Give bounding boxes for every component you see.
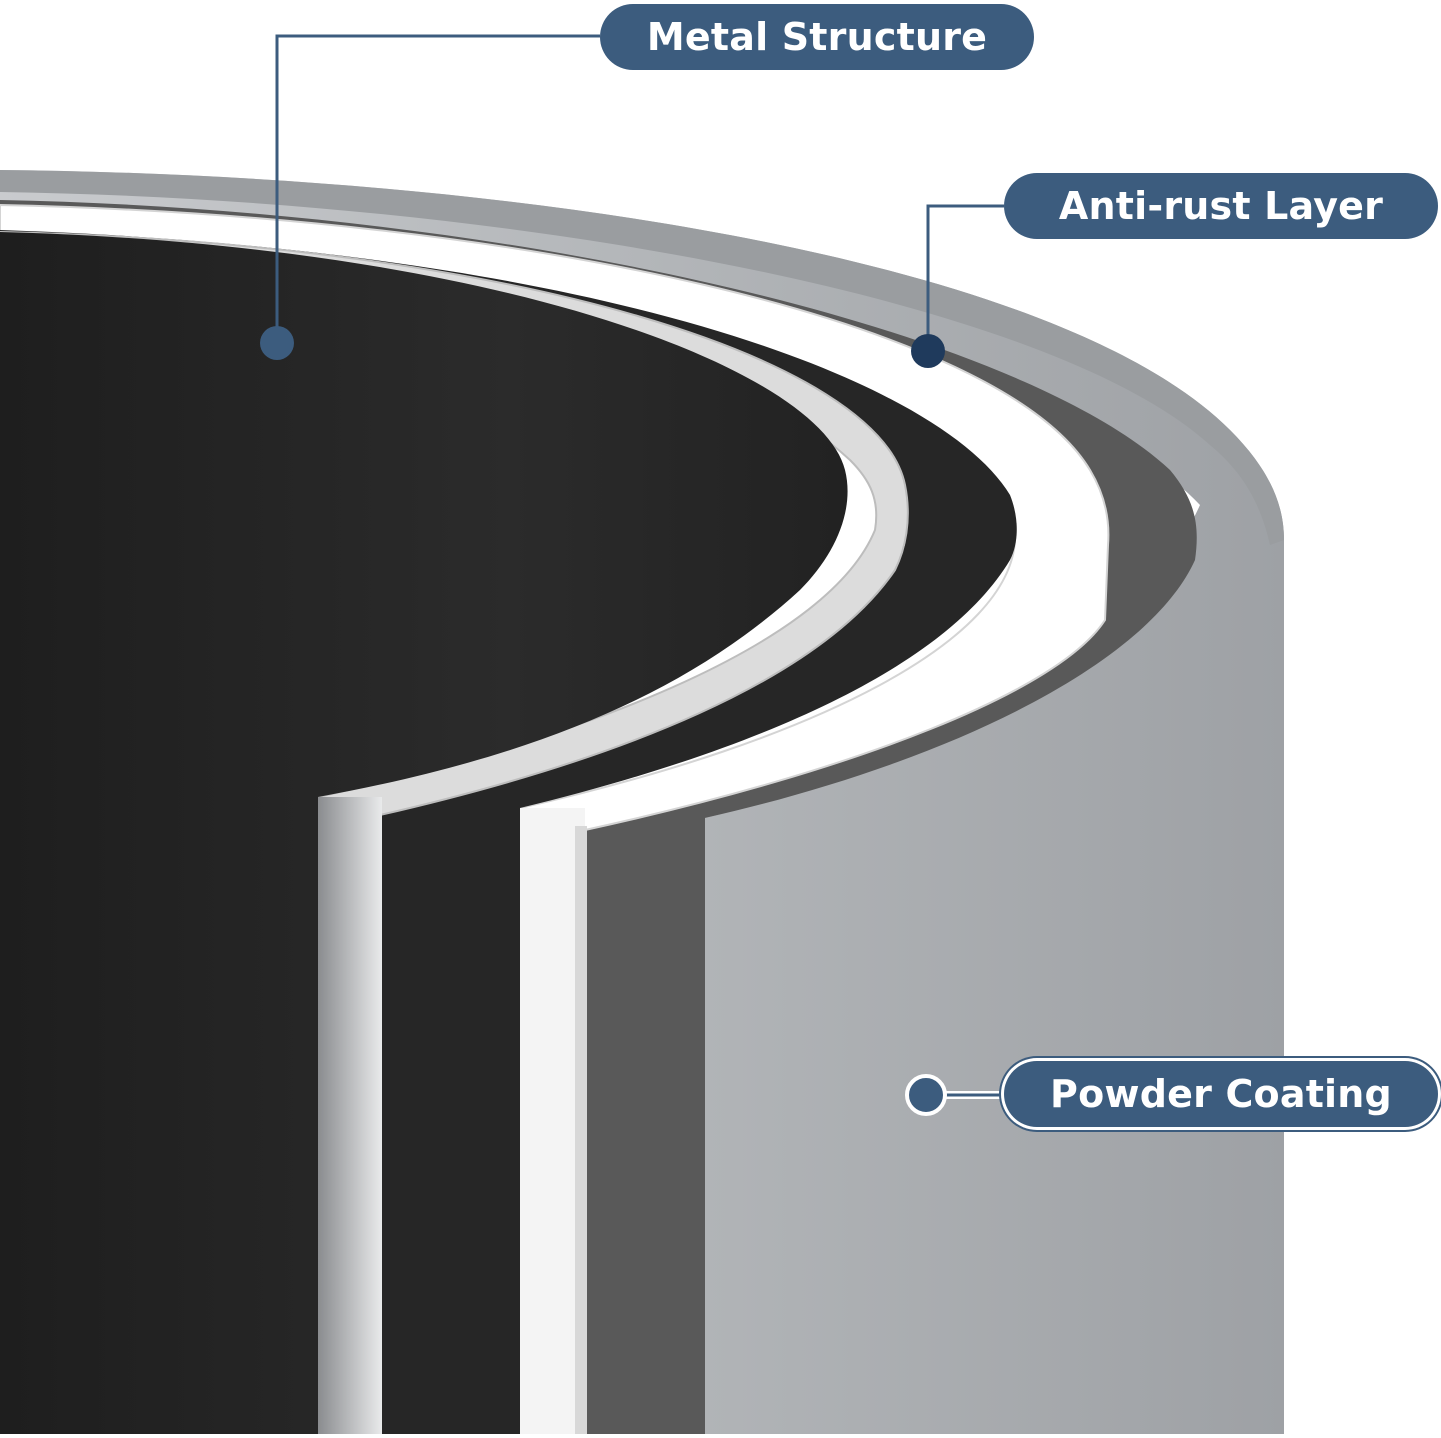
- powder-coating-text: Powder Coating: [1050, 1072, 1392, 1116]
- metal-edge: [318, 797, 382, 1434]
- metal-structure-marker: [260, 326, 294, 360]
- metal-structure-text: Metal Structure: [646, 15, 988, 59]
- powder-coating-shell: [0, 170, 1284, 1434]
- anti-rust-layer-text: Anti-rust Layer: [1058, 184, 1384, 228]
- middle-layer: [0, 230, 1017, 1434]
- inner-gap-dark: [0, 200, 1197, 1434]
- powder-coating-marker: [905, 1074, 947, 1116]
- powder-coating-label: Powder Coating: [1004, 1061, 1438, 1127]
- anti-rust-leader-line: [926, 204, 1004, 351]
- anti-rust-layer-label: Anti-rust Layer: [1004, 173, 1438, 239]
- anti-rust-marker: [911, 334, 945, 368]
- metal-structure-leader-line: [275, 34, 600, 343]
- outer-rim: [0, 170, 1284, 545]
- metal-structure-label: Metal Structure: [600, 4, 1034, 70]
- anti-rust-edge: [520, 808, 585, 1434]
- cylinder-interior: [0, 232, 848, 1434]
- anti-rust-edge-shade: [575, 826, 587, 1434]
